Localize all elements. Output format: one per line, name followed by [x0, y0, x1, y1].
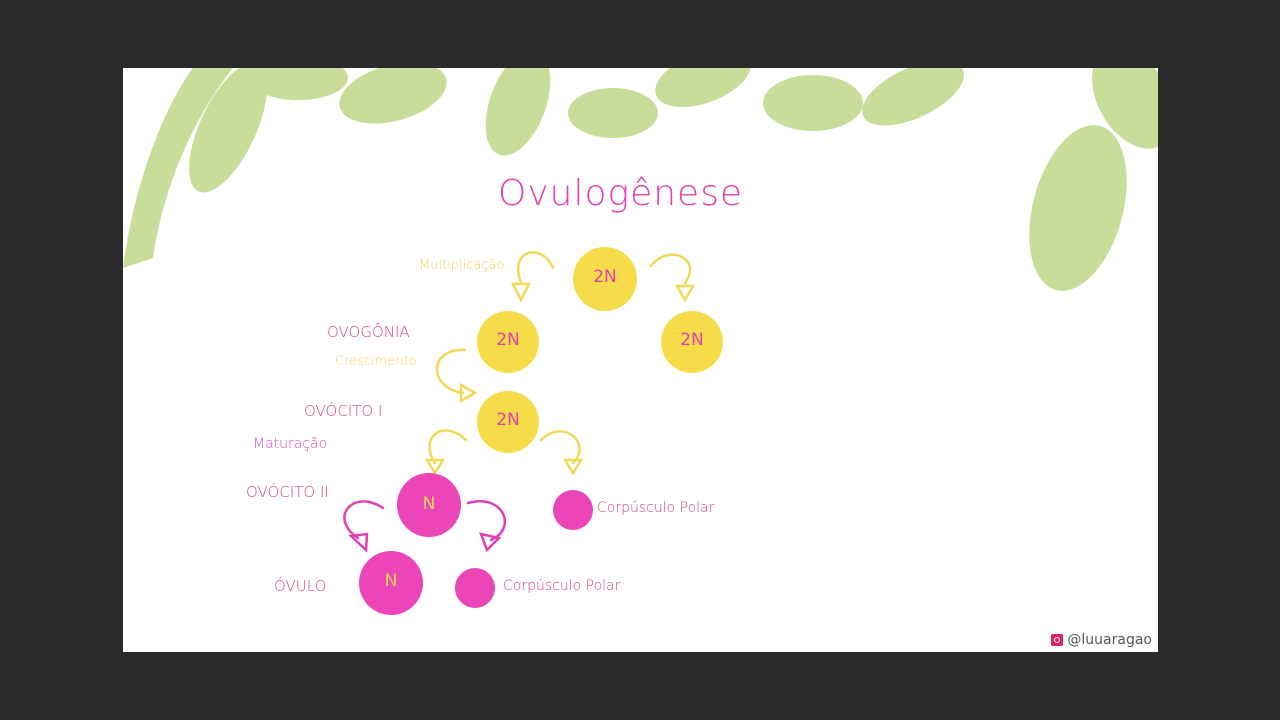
- polar-body-1-label: Corpúsculo Polar: [597, 500, 715, 516]
- cell-label: 2N: [593, 267, 617, 287]
- cell-top: [573, 247, 637, 311]
- page-title: Ovulogênese: [498, 173, 744, 214]
- cell-ovocito2: [397, 473, 461, 537]
- cells: [359, 247, 723, 615]
- slide: Ovulogênese 2N 2N 2N 2N N N Multiplicaçã…: [123, 68, 1158, 652]
- polar-body-2-label: Corpúsculo Polar: [503, 578, 621, 594]
- cell-label: N: [384, 571, 398, 591]
- instagram-icon: [1051, 634, 1064, 646]
- yellow-arrows: [424, 251, 696, 476]
- cell-label: 2N: [496, 330, 520, 350]
- phase-multiplicacao: Multiplicação: [419, 258, 505, 273]
- polar-body-1: [553, 490, 593, 530]
- stage-ovogonia: OVOGÔNIA: [327, 323, 410, 341]
- diagram-graphics: [123, 68, 1158, 615]
- watermark: @luuaragao: [1051, 632, 1152, 648]
- pink-arrows: [343, 500, 507, 553]
- watermark-handle: @luuaragao: [1067, 632, 1152, 648]
- stage-ovulo: ÓVULO: [274, 577, 327, 595]
- leaves-decoration: [123, 68, 1158, 291]
- cell-right: [661, 311, 723, 373]
- phase-crescimento: Crescimento: [335, 354, 417, 369]
- cell-label: 2N: [680, 330, 704, 350]
- stage-ovocito1: OVÓCITO I: [304, 402, 383, 420]
- cell-ovulo: [359, 551, 423, 615]
- stage-ovocito2: OVÓCITO II: [246, 483, 329, 501]
- cell-label: 2N: [496, 410, 520, 430]
- cell-ovocito1: [477, 391, 539, 453]
- cell-label: N: [422, 494, 436, 514]
- polar-body-2: [455, 568, 495, 608]
- cell-ovogonia: [477, 311, 539, 373]
- phase-maturacao: Maturação: [253, 436, 328, 452]
